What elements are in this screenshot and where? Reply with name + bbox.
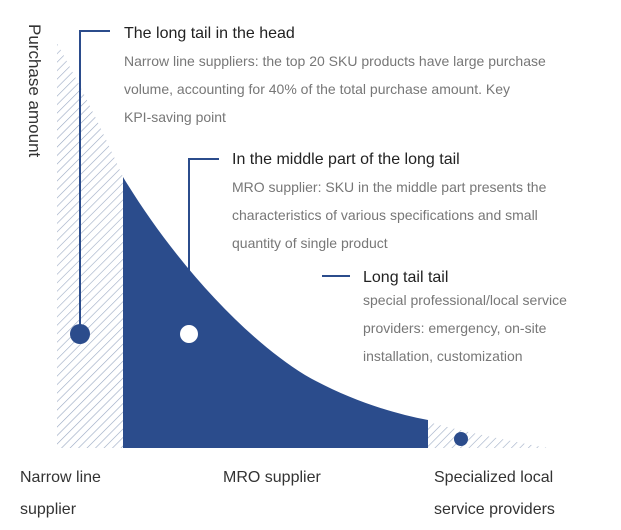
- category-label-narrow: supplier: [20, 501, 77, 518]
- y-axis-label: Purchase amount: [25, 24, 44, 158]
- head-marker: [70, 324, 90, 344]
- category-label-specialized: service providers: [434, 501, 555, 518]
- category-label-mro: MRO supplier: [223, 469, 321, 486]
- callout-tail-line: installation, customization: [363, 348, 523, 364]
- middle-solid-region: [123, 177, 428, 448]
- tail-marker: [454, 432, 468, 446]
- callout-tail-line: providers: emergency, on-site: [363, 320, 547, 336]
- callout-tail-title: Long tail tail: [363, 269, 448, 286]
- callout-tail-line: special professional/local service: [363, 292, 567, 308]
- callout-head-line: volume, accounting for 40% of the total …: [124, 81, 510, 97]
- callout-middle-line: MRO supplier: SKU in the middle part pre…: [232, 179, 547, 195]
- head-hatched-region: [57, 43, 123, 448]
- category-label-specialized: Specialized local: [434, 469, 553, 486]
- leader-line-head: [79, 30, 110, 334]
- callout-middle-line: characteristics of various specification…: [232, 207, 538, 223]
- middle-marker: [178, 323, 200, 345]
- callout-head-title: The long tail in the head: [124, 25, 295, 42]
- category-label-narrow: Narrow line: [20, 469, 101, 486]
- callout-head-line: KPI-saving point: [124, 109, 226, 125]
- leader-line-middle: [188, 158, 219, 334]
- callout-middle-line: quantity of single product: [232, 235, 388, 251]
- callout-middle-title: In the middle part of the long tail: [232, 151, 460, 168]
- tail-hatched-region: [428, 422, 548, 448]
- callout-head-line: Narrow line suppliers: the top 20 SKU pr…: [124, 53, 546, 69]
